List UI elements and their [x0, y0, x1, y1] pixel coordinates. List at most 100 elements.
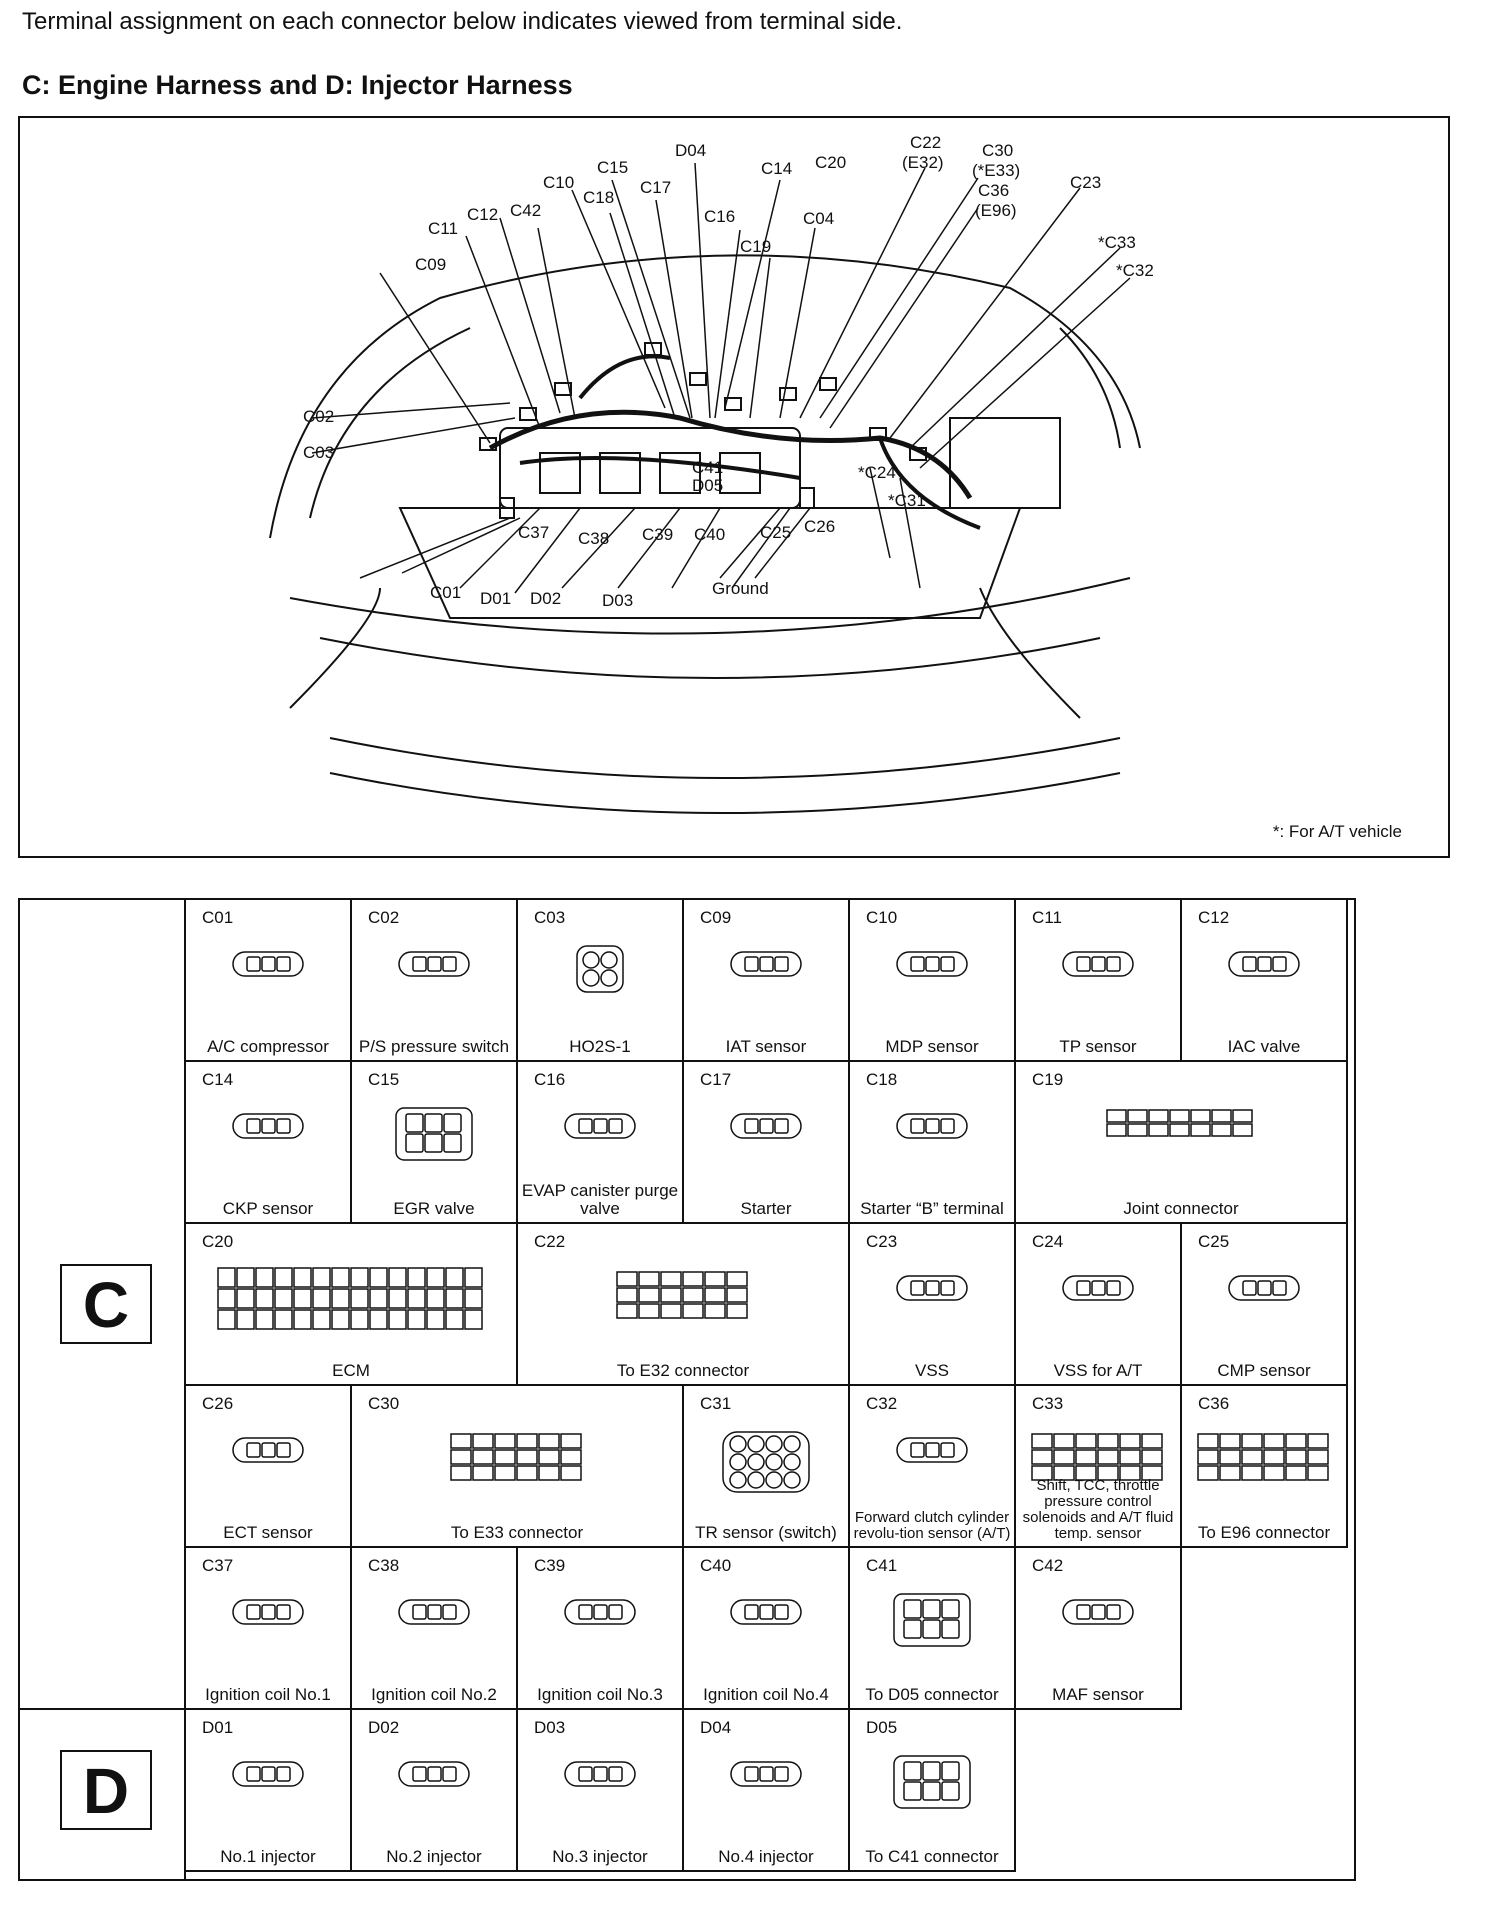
connector-d03-diagram-icon	[564, 1761, 636, 1787]
callout-c18: C18	[583, 188, 614, 207]
connector-pic	[887, 944, 977, 989]
callout-c11: C11	[428, 219, 458, 238]
connector-description: Starter “B” terminal	[860, 1199, 1004, 1218]
connector-pic	[1053, 944, 1143, 989]
connector-description: CMP sensor	[1217, 1361, 1311, 1380]
callout-d05: D05	[692, 476, 723, 495]
group-c-letter: C	[60, 1264, 152, 1344]
connector-code: C36	[1198, 1394, 1230, 1413]
connector-pic	[1053, 1268, 1143, 1313]
callout-d01: D01	[480, 589, 511, 608]
connector-c38-diagram-icon	[398, 1599, 470, 1625]
connector-c03-diagram-icon	[576, 945, 624, 993]
connector-c09-diagram-icon	[730, 951, 802, 977]
connector-code: C09	[700, 908, 732, 927]
callout-ground: Ground	[712, 579, 769, 598]
callout-c40: C40	[694, 525, 725, 544]
connector-c12-diagram-icon	[1228, 951, 1300, 977]
connector-pic	[887, 1268, 977, 1313]
connector-code: C03	[534, 908, 566, 927]
connector-pic	[613, 1268, 753, 1329]
connector-description: A/C compressor	[207, 1037, 329, 1056]
connector-description: P/S pressure switch	[358, 1037, 510, 1056]
connector-c25-diagram-icon	[1228, 1275, 1300, 1301]
connector-code: C02	[368, 908, 400, 927]
connector-pic	[721, 1430, 811, 1499]
connector-pic	[1219, 1268, 1309, 1313]
connector-code: C17	[700, 1070, 732, 1089]
connector-code: C16	[534, 1070, 566, 1089]
connector-c10-diagram-icon	[896, 951, 968, 977]
connector-description: Ignition coil No.2	[371, 1685, 497, 1704]
connector-c31-diagram-icon	[722, 1431, 810, 1493]
connector-code: D03	[534, 1718, 566, 1737]
connector-code: C22	[534, 1232, 566, 1251]
callout-c39: C39	[642, 525, 673, 544]
connector-pic	[555, 1592, 645, 1637]
connector-pic	[892, 1754, 972, 1815]
connector-c15-diagram-icon	[395, 1107, 473, 1161]
connector-code: C41	[866, 1556, 898, 1575]
connector-c40-diagram-icon	[730, 1599, 802, 1625]
callout-c24: *C24	[858, 463, 896, 482]
connector-pic	[216, 1264, 486, 1339]
connector-description: To E96 connector	[1197, 1523, 1331, 1542]
connector-code: C38	[368, 1556, 400, 1575]
connector-code: C23	[866, 1232, 898, 1251]
connector-pic	[389, 1754, 479, 1799]
connector-description: Shift, TCC, throttle pressure control so…	[1022, 1477, 1174, 1542]
connector-pic	[389, 1592, 479, 1637]
callout-c03: C03	[303, 443, 334, 462]
connector-cell-d05: D05 To C41 connector	[850, 1710, 1016, 1872]
connector-description: No.1 injector	[220, 1847, 316, 1866]
connector-pic	[394, 1106, 474, 1167]
callout-c31: *C31	[888, 491, 926, 510]
connector-code: C31	[700, 1394, 732, 1413]
connector-code: C30	[368, 1394, 400, 1413]
connector-description: To E32 connector	[616, 1361, 750, 1380]
connector-code: D02	[368, 1718, 400, 1737]
connector-d05-diagram-icon	[893, 1755, 971, 1809]
connector-description: HO2S-1	[569, 1037, 631, 1056]
callout-c16: C16	[704, 207, 735, 226]
callout-c19: C19	[740, 237, 771, 256]
connector-pic	[555, 1754, 645, 1799]
callout-c30: C30	[982, 141, 1013, 160]
connector-description: Ignition coil No.4	[703, 1685, 829, 1704]
section-heading: C: Engine Harness and D: Injector Harnes…	[22, 70, 573, 100]
connector-pic	[223, 1106, 313, 1151]
connector-code: C26	[202, 1394, 234, 1413]
connector-code: D05	[866, 1718, 898, 1737]
connector-code: C19	[1032, 1070, 1064, 1089]
connector-c26-diagram-icon	[232, 1437, 304, 1463]
connector-c11-diagram-icon	[1062, 951, 1134, 977]
callout-c12: C12	[467, 205, 498, 224]
callout-c32: *C32	[1116, 261, 1154, 280]
connector-description: IAC valve	[1227, 1037, 1301, 1056]
callout-c10: C10	[543, 173, 574, 192]
connector-pic	[1053, 1592, 1143, 1637]
connector-d04-diagram-icon	[730, 1761, 802, 1787]
connector-pic	[223, 1592, 313, 1637]
connector-description: Ignition coil No.3	[537, 1685, 663, 1704]
connector-description: To D05 connector	[865, 1685, 999, 1704]
connector-pic	[223, 944, 313, 989]
engine-harness-diagram: D04 C22 (E32) C30 (*E33) C15 C14 C20 C36…	[18, 116, 1450, 858]
connector-code: D04	[700, 1718, 732, 1737]
connector-d01-diagram-icon	[232, 1761, 304, 1787]
connector-d02-diagram-icon	[398, 1761, 470, 1787]
connector-description: Starter	[740, 1199, 792, 1218]
callout-e32: (E32)	[902, 153, 944, 172]
connector-description: To C41 connector	[865, 1847, 999, 1866]
connector-cell-c22: C22 To E32 connector	[518, 1224, 850, 1386]
callout-c14: C14	[761, 159, 792, 178]
connector-description: EGR valve	[393, 1199, 475, 1218]
